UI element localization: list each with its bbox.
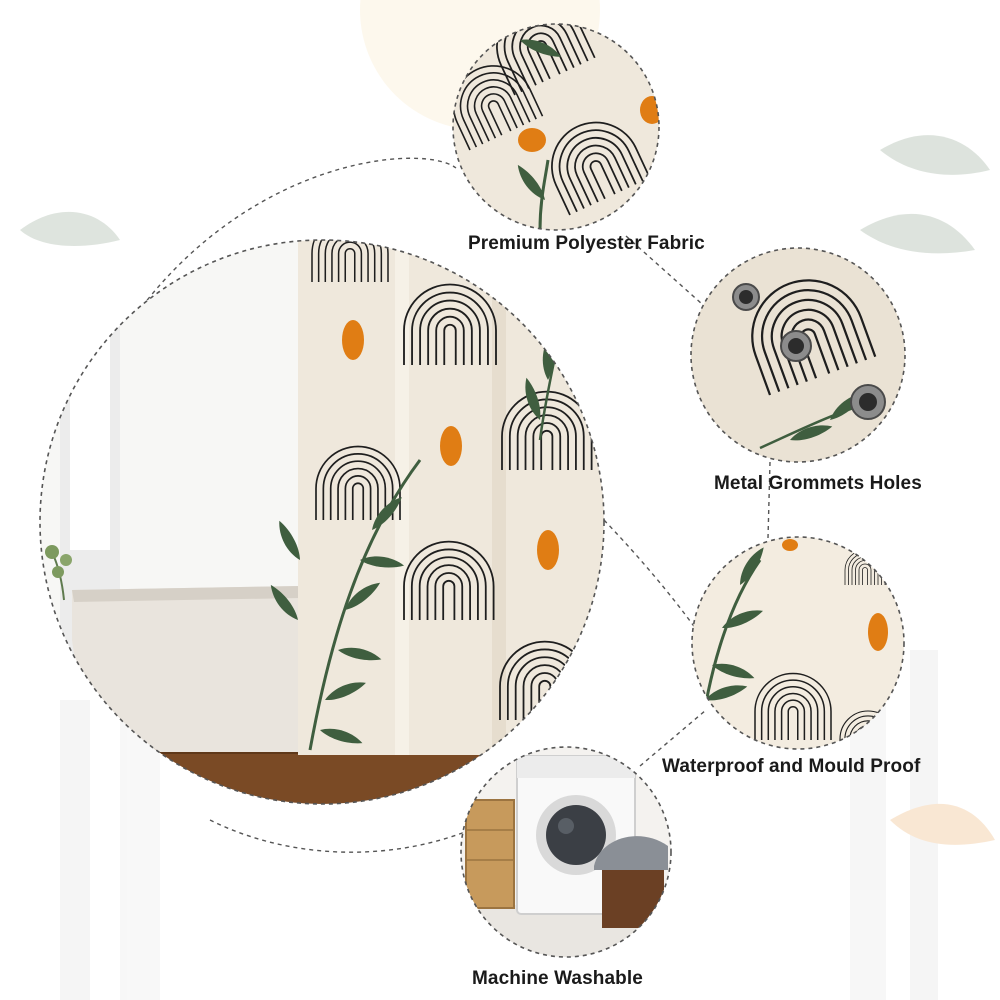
bathtub-icon bbox=[72, 586, 300, 752]
laundry-basket-icon bbox=[465, 799, 515, 909]
feature-label-waterproof: Waterproof and Mould Proof bbox=[662, 756, 921, 777]
orange-dot bbox=[440, 426, 462, 466]
feature-label-fabric: Premium Polyester Fabric bbox=[468, 233, 705, 254]
feature-label-washable: Machine Washable bbox=[472, 968, 643, 989]
fabric-detail-circle bbox=[452, 23, 660, 231]
feature-label-grommets: Metal Grommets Holes bbox=[714, 473, 922, 494]
metal-grommet-icon bbox=[732, 283, 760, 311]
background-decor bbox=[20, 0, 995, 1000]
waterproof-detail-circle bbox=[691, 536, 905, 750]
main-circle-border bbox=[39, 239, 605, 805]
metal-grommet-icon bbox=[780, 330, 812, 362]
washable-detail-circle bbox=[460, 746, 672, 958]
plant-icon bbox=[45, 545, 72, 601]
metal-grommet-icon bbox=[850, 384, 886, 420]
orange-dot bbox=[342, 320, 364, 360]
shower-curtain bbox=[267, 240, 604, 755]
clothes-basket bbox=[594, 836, 668, 928]
orange-dot bbox=[537, 530, 559, 570]
grommets-detail-circle bbox=[690, 247, 906, 463]
